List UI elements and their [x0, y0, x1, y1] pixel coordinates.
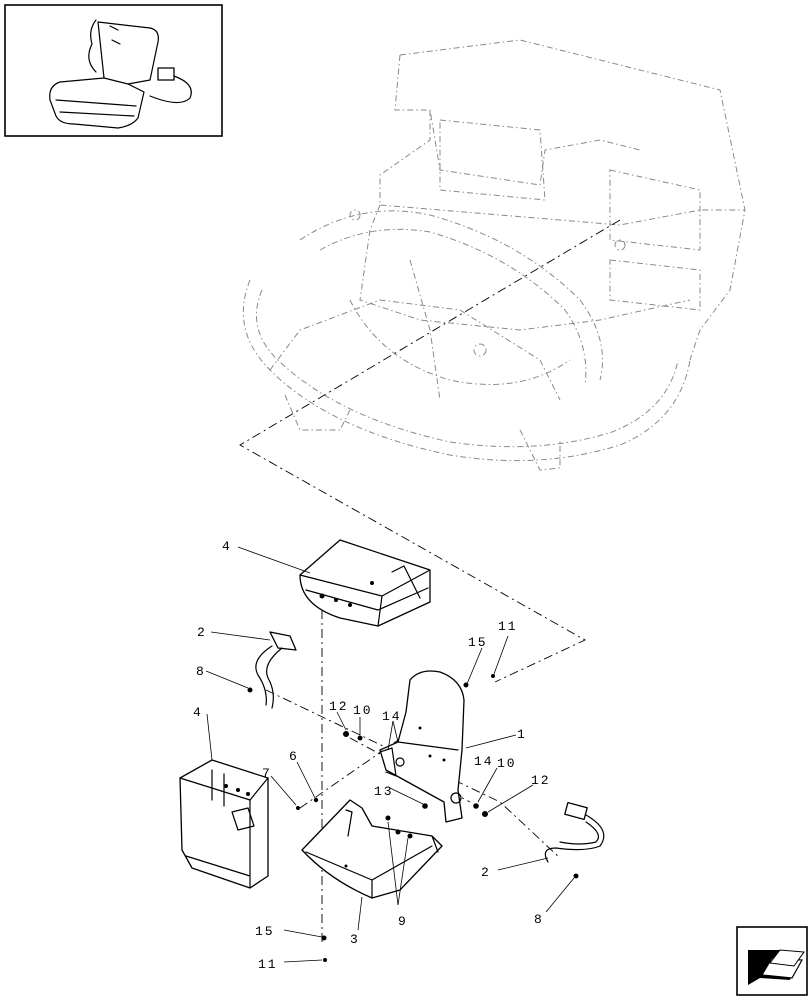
- callout-10-left: 10: [353, 703, 373, 718]
- callout-2-right: 2: [481, 865, 491, 880]
- callout-11-lower: 11: [258, 957, 278, 972]
- thumbnail-inset: [4, 4, 223, 137]
- callout-15-upper: 15: [468, 635, 488, 650]
- seat-back-cushion: [179, 759, 269, 889]
- seat-pan: [301, 799, 443, 899]
- callout-6: 6: [289, 749, 299, 764]
- callout-13: 13: [374, 784, 394, 799]
- callout-14-lower: 14: [474, 754, 494, 769]
- callout-14-upper: 14: [382, 709, 402, 724]
- hardware: [247, 674, 579, 962]
- seat-belt-right: [544, 801, 605, 863]
- seat-cushion-upper: [299, 539, 431, 627]
- callout-7: 7: [262, 766, 272, 781]
- callout-8-right: 8: [534, 912, 544, 927]
- callout-15-lower: 15: [255, 924, 275, 939]
- callout-10-right: 10: [497, 756, 517, 771]
- seat-bracket: [379, 670, 465, 823]
- callout-12-right: 12: [531, 773, 551, 788]
- callout-labels: 4 2 8 15 11 12 10 14 1 4 6 7 14 10 12 13…: [193, 539, 551, 972]
- callout-3: 3: [350, 932, 360, 947]
- callout-8-left: 8: [196, 664, 206, 679]
- callout-2-left: 2: [197, 625, 207, 640]
- seat-belt-left: [255, 631, 297, 709]
- callout-1: 1: [517, 727, 527, 742]
- assembly-centerlines: [239, 219, 621, 945]
- callout-12-left: 12: [329, 699, 349, 714]
- cab-frame-ghost: [242, 39, 746, 471]
- callout-9: 9: [398, 914, 408, 929]
- folded-seat-thumbnail: [49, 19, 192, 129]
- previous-page-arrow-icon[interactable]: [736, 926, 808, 996]
- callout-11-upper: 11: [498, 619, 518, 634]
- callout-4-upper: 4: [222, 539, 232, 554]
- callout-4-lower: 4: [193, 705, 203, 720]
- leader-lines: [205, 546, 575, 963]
